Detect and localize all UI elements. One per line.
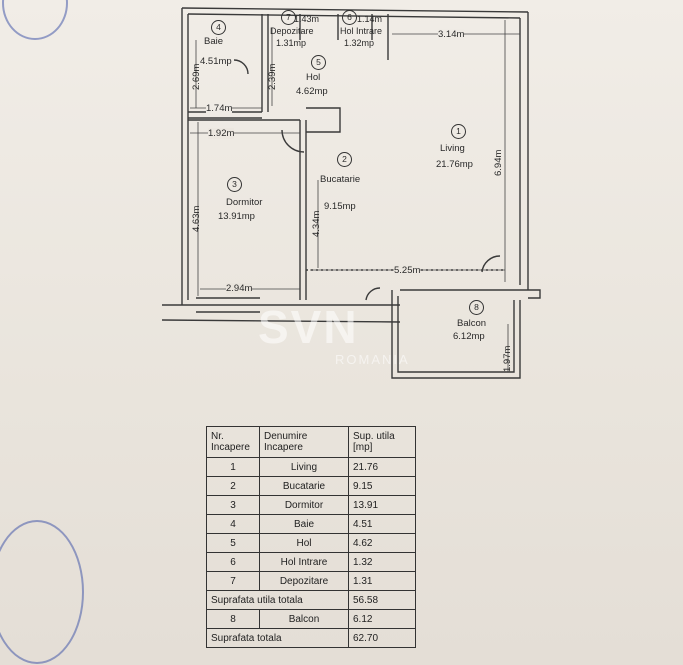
- room-area-balcon: 6.12mp: [453, 331, 485, 342]
- door-baie-arc: [233, 59, 249, 75]
- dim-hol-intrare-top: 1.14m: [357, 14, 383, 24]
- table-cell-nr: 3: [206, 495, 260, 515]
- table-cell-nr: 7: [206, 571, 260, 591]
- room-area-dormitor: 13.91mp: [218, 211, 255, 222]
- table-row: 2 Bucatarie 9.15: [206, 476, 416, 496]
- room-name-dormitor: Dormitor: [226, 197, 263, 208]
- wall-storage: [299, 14, 389, 60]
- table-row: 6 Hol Intrare 1.32: [206, 552, 416, 572]
- table-total-util-label: Suprafata utila totala: [206, 590, 349, 610]
- room-area-living: 21.76mp: [436, 159, 473, 170]
- table-cell-area: 9.15: [348, 476, 416, 496]
- window-bottom-left: [196, 297, 260, 313]
- table-total-label: Suprafata totala: [206, 628, 349, 648]
- table-cell-area: 21.76: [348, 457, 416, 477]
- room-area-hol: 4.62mp: [296, 86, 328, 97]
- dim-baie-bottom: 1.74m: [206, 103, 233, 114]
- table-total-row: Suprafata totala 62.70: [206, 628, 416, 648]
- table-cell-name: Depozitare: [259, 571, 349, 591]
- table-cell-nr: 8: [206, 609, 260, 629]
- dim-bucatarie-height: 4.34m: [311, 210, 322, 237]
- table-cell-area: 1.32: [348, 552, 416, 572]
- dim-dormitor-height: 4.63m: [191, 205, 202, 232]
- table-cell-area: 1.31: [348, 571, 416, 591]
- dim-depozitare-top: 1.43m: [294, 14, 320, 24]
- balcony-rail: [400, 289, 541, 299]
- dim-balcon-height: 1.97m: [502, 345, 513, 372]
- dim-dormitor-top: 1.92m: [208, 128, 235, 139]
- table-cell-name: Baie: [259, 514, 349, 534]
- table-header-denumire: Denumire Incapere: [259, 426, 349, 458]
- table-total-util-row: Suprafata utila totala 56.58: [206, 590, 416, 610]
- dim-dormitor-bottom: 2.94m: [226, 283, 253, 294]
- wall-hol-right: [306, 107, 341, 133]
- table-cell-nr: 1: [206, 457, 260, 477]
- table-total-value: 62.70: [348, 628, 416, 648]
- table-total-util-value: 56.58: [348, 590, 416, 610]
- wall-bottom: [161, 304, 401, 323]
- stamp-bottom-left: [0, 520, 84, 664]
- table-cell-area: 4.51: [348, 514, 416, 534]
- table-cell-area: 4.62: [348, 533, 416, 553]
- balcony-outline: [391, 290, 521, 379]
- table-row: 8 Balcon 6.12: [206, 609, 416, 629]
- room-number-6: 6: [342, 10, 357, 25]
- table-cell-name: Living: [259, 457, 349, 477]
- table-cell-nr: 5: [206, 533, 260, 553]
- table-header-row: Nr. Incapere Denumire Incapere Sup. util…: [206, 426, 416, 458]
- room-number-8: 8: [469, 300, 484, 315]
- room-name-baie: Baie: [204, 36, 224, 47]
- room-area-bucatarie: 9.15mp: [324, 201, 356, 212]
- room-area-hol-intrare: 1.32mp: [344, 38, 375, 48]
- wall-right: [519, 12, 529, 290]
- table-cell-area: 13.91: [348, 495, 416, 515]
- table-cell-name: Hol: [259, 533, 349, 553]
- room-area-depozitare: 1.31mp: [276, 38, 307, 48]
- door-balcony-arc: [365, 287, 381, 301]
- dim-living-height: 6.94m: [493, 149, 504, 176]
- table-row: 3 Dormitor 13.91: [206, 495, 416, 515]
- table-row: 1 Living 21.76: [206, 457, 416, 477]
- room-number-2: 2: [337, 152, 352, 167]
- wall-left: [181, 8, 189, 305]
- room-number-7: 7: [281, 10, 296, 25]
- room-name-hol: Hol: [306, 72, 321, 83]
- table-row: 5 Hol 4.62: [206, 533, 416, 553]
- room-number-3: 3: [227, 177, 242, 192]
- table-cell-nr: 6: [206, 552, 260, 572]
- table-header-nr: Nr. Incapere: [206, 426, 260, 458]
- room-name-balcon: Balcon: [457, 318, 487, 329]
- table-row: 4 Baie 4.51: [206, 514, 416, 534]
- floor-plan-drawing: [161, 7, 541, 379]
- watermark-subtitle: ROMANIA: [335, 352, 410, 367]
- room-area-baie: 4.51mp: [200, 56, 232, 67]
- dim-living-width: 3.14m: [438, 29, 465, 40]
- room-name-depozitare: Depozitare: [270, 26, 314, 36]
- dim-baie-height: 2.69m: [191, 63, 202, 90]
- dim-living-bottom: 5.25m: [394, 265, 421, 276]
- table-cell-name: Hol Intrare: [259, 552, 349, 572]
- room-number-5: 5: [311, 55, 326, 70]
- wall-baie-hol: [261, 14, 269, 112]
- room-number-1: 1: [451, 124, 466, 139]
- room-name-hol-intrare: Hol Intrare: [340, 26, 383, 36]
- table-cell-name: Dormitor: [259, 495, 349, 515]
- table-header-suprafata: Sup. utila [mp]: [348, 426, 416, 458]
- room-name-living: Living: [440, 143, 465, 154]
- table-cell-nr: 4: [206, 514, 260, 534]
- wall-dormitor-right: [299, 120, 307, 300]
- table-cell-name: Bucatarie: [259, 476, 349, 496]
- room-area-table: Nr. Incapere Denumire Incapere Sup. util…: [206, 426, 416, 648]
- room-number-4: 4: [211, 20, 226, 35]
- table-cell-name: Balcon: [259, 609, 349, 629]
- table-cell-nr: 2: [206, 476, 260, 496]
- table-cell-area: 6.12: [348, 609, 416, 629]
- room-name-bucatarie: Bucatarie: [320, 174, 361, 185]
- dim-hol-height: 2.39m: [267, 63, 278, 90]
- watermark-logo: SVN: [258, 301, 359, 353]
- table-row: 7 Depozitare 1.31: [206, 571, 416, 591]
